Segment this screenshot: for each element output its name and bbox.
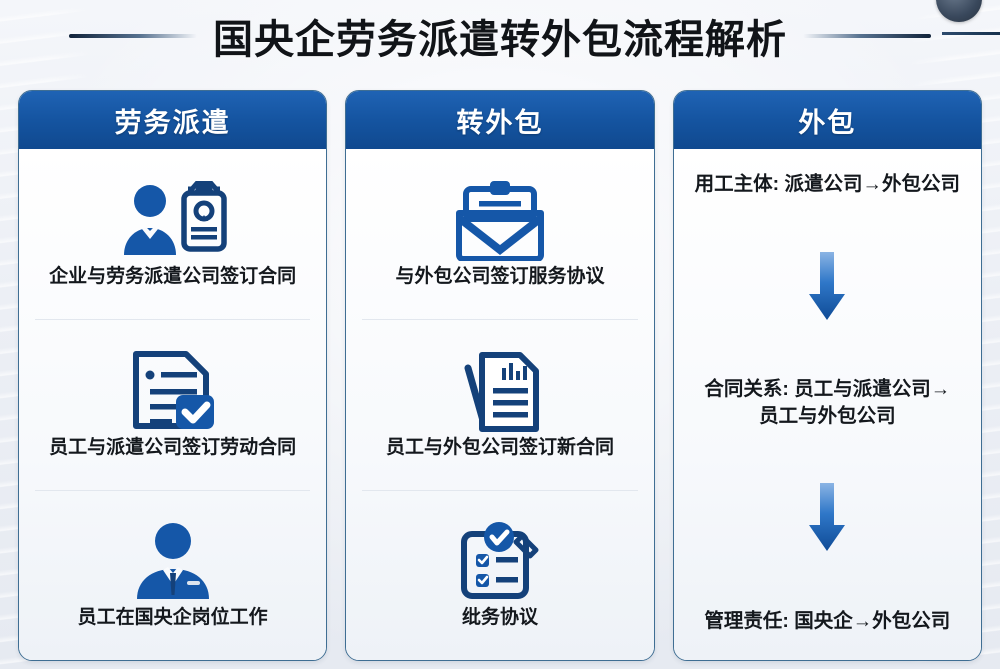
document-check-icon xyxy=(128,350,218,432)
flow-board: 劳务派遣 xyxy=(18,90,982,661)
person-id-badge-icon xyxy=(118,179,228,261)
list-item[interactable]: 纰务协议 xyxy=(346,489,653,660)
column-transition-body: 与外包公司签订服务协议 员工与外包公司签 xyxy=(346,149,654,660)
column-dispatch: 劳务派遣 xyxy=(18,90,328,661)
column-dispatch-body: 企业与劳务派遣公司签订合同 员工与派遣公司签订劳动合同 xyxy=(19,149,327,660)
flow-step-management-line1: 管理责任: 国央企→外包公司 xyxy=(704,609,951,632)
flow-step-contract-line1: 合同关系: 员工与派遣公司→ xyxy=(704,378,951,401)
document-pen-icon xyxy=(458,350,542,432)
list-item-label: 企业与劳务派遣公司签订合同 xyxy=(49,266,297,288)
flow-step-management: 管理责任: 国央企→外包公司 xyxy=(682,608,973,634)
corner-rule xyxy=(942,32,1000,35)
clipboard-envelope-icon xyxy=(451,179,549,262)
column-outsourcing-header-label: 外包 xyxy=(798,107,857,138)
column-dispatch-header: 劳务派遣 xyxy=(19,91,327,149)
flow-step-contract-line2: 员工与外包公司 xyxy=(759,404,896,427)
column-outsourcing: 外包 用工主体: 派遣公司→外包公司 xyxy=(672,90,982,661)
title-rule-left xyxy=(69,34,197,38)
list-item[interactable]: 员工与派遣公司签订劳动合同 xyxy=(19,319,326,489)
page-title-text: 国央企劳务派遣转外包流程解析 xyxy=(213,18,787,62)
list-item[interactable]: 员工与外包公司签订新合同 xyxy=(346,319,653,489)
flow-step-employer-line1: 用工主体: 派遣公司→外包公司 xyxy=(694,173,961,195)
list-item-label: 与外包公司签订服务协议 xyxy=(395,266,605,288)
column-outsourcing-header: 外包 xyxy=(673,91,981,149)
column-dispatch-header-label: 劳务派遣 xyxy=(114,107,231,138)
checklist-search-icon xyxy=(454,520,546,602)
page-title: 国央企劳务派遣转外包流程解析 xyxy=(0,0,1000,72)
list-item-label: 员工在国央企岗位工作 xyxy=(77,606,268,628)
flow-step-employer: 用工主体: 派遣公司→外包公司 xyxy=(682,171,973,197)
arrow-down-icon xyxy=(682,483,973,553)
column-transition-header: 转外包 xyxy=(346,91,654,149)
list-item[interactable]: 员工在国央企岗位工作 xyxy=(19,489,326,660)
list-item-label: 员工与派遣公司签订劳动合同 xyxy=(49,436,297,458)
flow-step-contract: 合同关系: 员工与派遣公司→ 员工与外包公司 xyxy=(682,376,973,429)
column-outsourcing-body: 用工主体: 派遣公司→外包公司 合同关系: 员工与派遣公司→ 员 xyxy=(673,149,981,660)
column-transition-header-label: 转外包 xyxy=(456,107,544,138)
list-item-label: 员工与外包公司签订新合同 xyxy=(385,436,614,458)
arrow-down-icon xyxy=(682,251,973,322)
corner-circle-icon xyxy=(936,0,982,22)
list-item-label: 纰务协议 xyxy=(461,606,538,628)
column-transition: 转外包 与外包公司签订服务协议 xyxy=(345,90,655,661)
businessman-icon xyxy=(130,520,216,602)
list-item[interactable]: 与外包公司签订服务协议 xyxy=(346,149,653,319)
list-item[interactable]: 企业与劳务派遣公司签订合同 xyxy=(19,149,326,319)
title-rule-right xyxy=(803,34,931,38)
